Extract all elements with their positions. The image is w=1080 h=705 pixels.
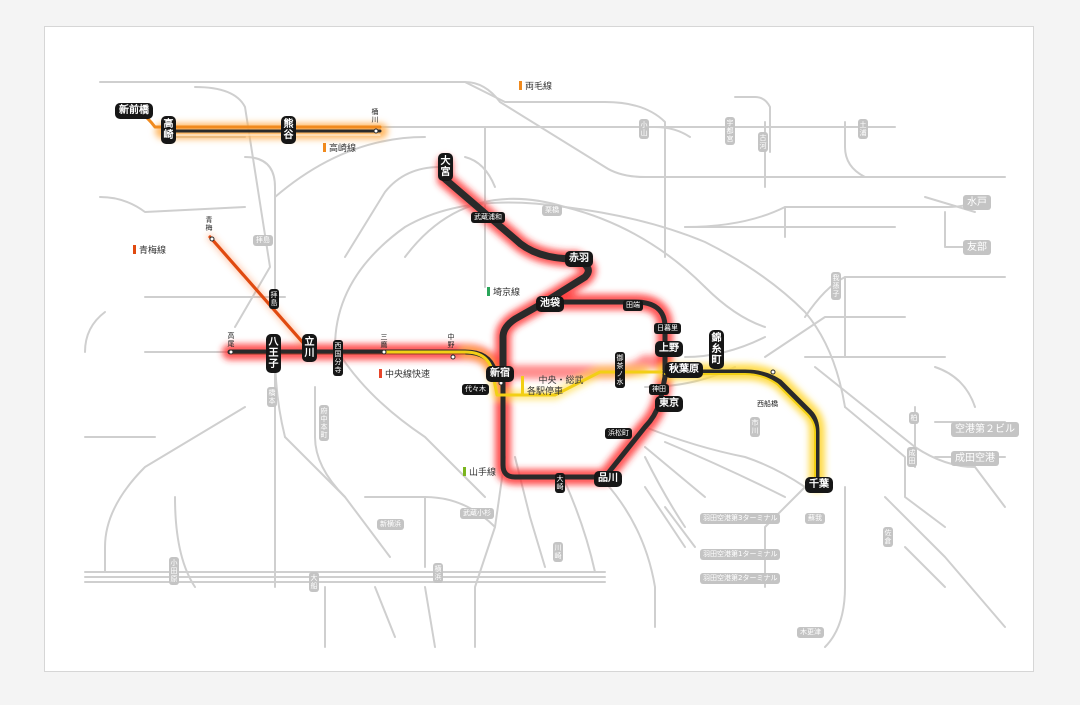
station-nakano[interactable]: 中野: [447, 333, 455, 349]
station-yoyogi[interactable]: 代々木: [462, 384, 489, 395]
gray-station-ofuna[interactable]: 大船: [309, 572, 319, 592]
station-tabata[interactable]: 田端: [623, 300, 643, 311]
gray-station-tomobe[interactable]: 友部: [963, 240, 991, 255]
station-dots: [209, 128, 776, 386]
gray-station-kurihashi[interactable]: 栗橋: [542, 205, 562, 216]
station-nippori[interactable]: 日暮里: [654, 323, 681, 334]
station-tokyo[interactable]: 東京: [655, 396, 683, 412]
gray-station-tachikawa-minami[interactable]: 拝島: [253, 235, 273, 246]
station-shinjuku[interactable]: 新宿: [486, 366, 514, 382]
background-network: [84, 81, 1006, 648]
gray-station-soga[interactable]: 蘇我: [805, 513, 825, 524]
station-hachioji[interactable]: 八王子: [266, 334, 281, 373]
station-kanda[interactable]: 神田: [649, 384, 669, 395]
legend-ryomo: 両毛線: [519, 81, 552, 93]
gray-station-fuchuhommachi[interactable]: 府中本町: [319, 405, 329, 441]
station-kumagaya[interactable]: 熊谷: [281, 116, 296, 144]
station-osaki[interactable]: 大崎: [555, 473, 565, 493]
gray-station-kimitsu[interactable]: 木更津: [797, 627, 824, 638]
map-frame: 両毛線 高崎線 青梅線 埼京線 中央線快速 中央・総武 各駅停車 山手線 新前橋…: [44, 26, 1034, 672]
station-ikebukuro[interactable]: 池袋: [536, 296, 564, 312]
gray-station-haneda-t2[interactable]: 羽田空港第2ターミナル: [700, 573, 781, 584]
gray-station-tsuchiura[interactable]: 土浦: [858, 119, 868, 139]
gray-station-utsunomiya[interactable]: 宇都宮: [725, 117, 735, 145]
station-takao[interactable]: 高尾: [227, 332, 235, 348]
legend-saikyo: 埼京線: [487, 287, 520, 299]
legend-chuo-rapid: 中央線快速: [379, 369, 430, 381]
gray-station-sakura[interactable]: 佐倉: [883, 527, 893, 547]
station-takasaki[interactable]: 高崎: [161, 116, 176, 144]
station-nishikokubunji[interactable]: 西国分寺: [333, 340, 343, 376]
gray-station-abiko[interactable]: 我孫子: [831, 272, 841, 300]
rail-network-map: [84, 81, 1006, 648]
station-ueno[interactable]: 上野: [655, 341, 683, 357]
gray-station-haneda-t3[interactable]: 羽田空港第3ターミナル: [700, 513, 781, 524]
gray-station-shinyokohama[interactable]: 新横浜: [377, 519, 404, 530]
gray-station-hashimoto[interactable]: 橋本: [267, 387, 277, 407]
route-glow: [155, 123, 825, 492]
station-ochanomizu[interactable]: 御茶ノ水: [615, 352, 625, 388]
gray-station-kawasaki[interactable]: 川崎: [553, 542, 563, 562]
legend-takasaki: 高崎線: [323, 143, 356, 155]
station-akabane[interactable]: 赤羽: [565, 251, 593, 267]
gray-station-kashiwa[interactable]: 柏: [909, 412, 919, 424]
gray-station-odawara[interactable]: 小田原: [169, 557, 179, 585]
gray-station-yokohama[interactable]: 横浜: [433, 563, 443, 583]
gray-station-haneda-t1[interactable]: 羽田空港第1ターミナル: [700, 549, 781, 560]
station-akihabara[interactable]: 秋葉原: [665, 362, 703, 378]
gray-station-oyama[interactable]: 小山: [639, 119, 649, 139]
station-kinshicho[interactable]: 錦糸町: [709, 330, 724, 369]
station-nishifunabashi[interactable]: 西船橋: [757, 400, 778, 408]
station-haijima[interactable]: 拝島: [269, 289, 279, 309]
gray-station-airport-t2[interactable]: 空港第２ビル: [951, 422, 1019, 437]
station-shinagawa[interactable]: 品川: [594, 471, 622, 487]
gray-station-mito[interactable]: 水戸: [963, 195, 991, 210]
legend-ome: 青梅線: [133, 245, 166, 257]
station-hamamatsucho[interactable]: 浜松町: [605, 428, 632, 439]
gray-station-narita-airport[interactable]: 成田空港: [951, 451, 999, 466]
legend-yamanote: 山手線: [463, 467, 496, 479]
station-musashiurawa[interactable]: 武蔵浦和: [471, 212, 505, 223]
station-tachikawa[interactable]: 立川: [302, 334, 317, 362]
station-shinmaebashi[interactable]: 新前橋: [115, 103, 153, 119]
legend-chuo-sobu: 中央・総武 各駅停車: [521, 365, 583, 409]
station-mitaka[interactable]: 三鷹: [380, 333, 388, 349]
station-okegawa[interactable]: 桶川: [371, 108, 379, 124]
station-chiba[interactable]: 千葉: [805, 477, 833, 493]
station-omiya[interactable]: 大宮: [438, 153, 453, 181]
gray-station-ichikawa[interactable]: 市川: [750, 417, 760, 437]
station-ome[interactable]: 青梅: [205, 216, 213, 232]
gray-station-musashikosugi[interactable]: 武蔵小杉: [460, 508, 494, 519]
gray-station-narita[interactable]: 成田: [907, 447, 917, 467]
gray-station-koga[interactable]: 古河: [758, 132, 768, 152]
